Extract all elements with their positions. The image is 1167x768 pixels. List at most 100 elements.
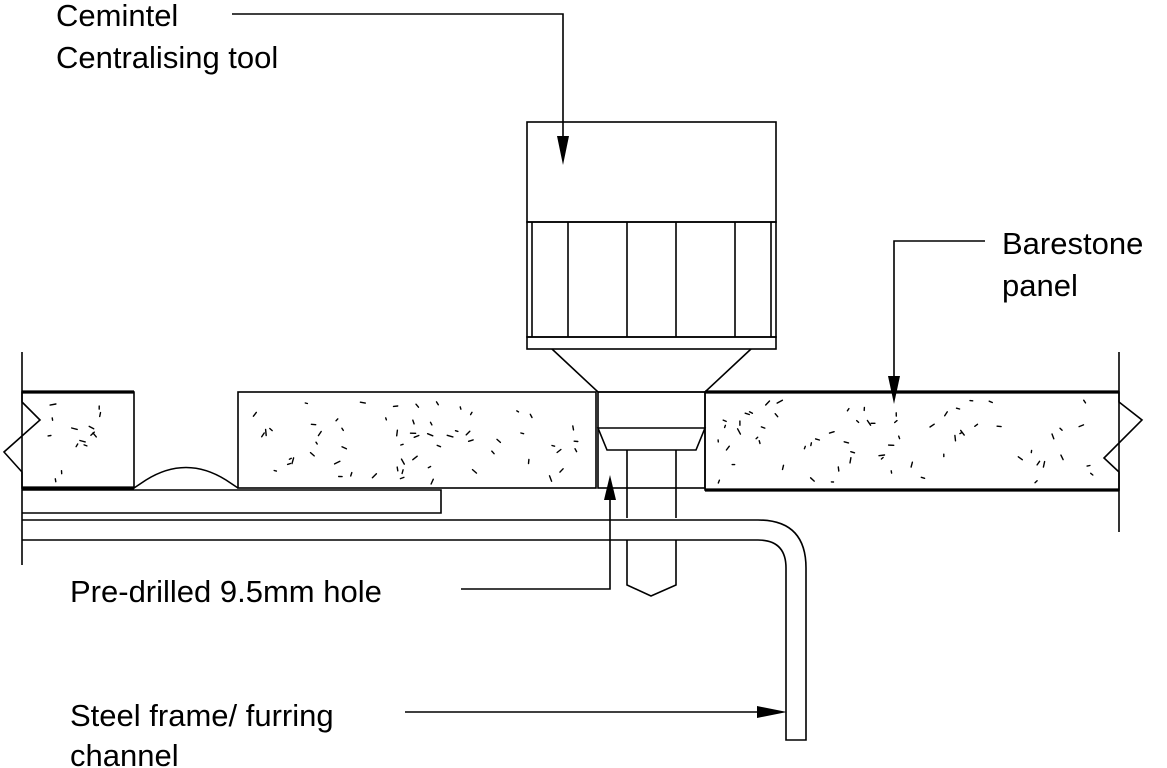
speckle-mark	[765, 400, 771, 406]
frame-label-line1: Steel frame/ furring	[70, 698, 334, 733]
speckle-mark	[98, 411, 102, 418]
hole-label: Pre-drilled 9.5mm hole	[70, 574, 382, 609]
speckle-mark	[748, 411, 754, 414]
speckle-mark	[725, 445, 730, 451]
speckle-mark	[809, 477, 815, 482]
speckle-mark	[551, 444, 556, 447]
speckle-mark	[412, 455, 418, 461]
speckle-mark	[559, 468, 564, 473]
speckle-mark	[828, 431, 835, 434]
speckle-mark	[574, 448, 578, 453]
speckle-mark	[399, 476, 405, 480]
speckle-mark	[846, 407, 850, 412]
tool-label-line1: Cemintel	[56, 0, 178, 33]
speckle-mark	[288, 457, 292, 460]
speckle-mark	[910, 461, 914, 468]
panel-label-line2: panel	[1002, 268, 1078, 303]
speckle-mark	[755, 436, 759, 440]
speckle-mark	[1036, 460, 1041, 466]
speckle-mark	[304, 402, 309, 405]
speckle-mark	[49, 403, 57, 406]
speckle-mark	[252, 411, 257, 417]
speckle-mark	[90, 431, 96, 436]
speckle-mark	[426, 433, 434, 437]
speckle-mark	[400, 443, 404, 446]
speckle-mark	[1086, 464, 1091, 467]
speckle-mark	[396, 466, 399, 472]
speckle-mark	[548, 475, 553, 482]
speckle-mark	[467, 439, 474, 442]
speckle-mark	[776, 399, 784, 404]
speckle-mark	[717, 479, 721, 484]
speckle-mark	[837, 466, 840, 472]
speckle-mark	[744, 412, 750, 416]
speckle-mark	[333, 460, 341, 465]
speckle-mark	[469, 411, 473, 416]
speckle-mark	[516, 410, 520, 413]
tool-label-line2: Centralising tool	[56, 40, 278, 75]
speckle-mark	[722, 419, 727, 423]
speckle-mark	[413, 434, 420, 438]
speckle-mark	[459, 406, 462, 410]
speckle-mark	[88, 425, 95, 430]
speckle-mark	[1042, 460, 1046, 468]
speckle-mark	[415, 403, 420, 408]
speckle-mark	[954, 434, 957, 442]
speckle-mark	[1017, 456, 1023, 461]
speckle-mark	[83, 444, 88, 447]
speckle-mark	[341, 427, 344, 432]
speckle-mark	[315, 441, 318, 445]
speckle-mark	[75, 443, 79, 448]
panel-leader-arrow	[888, 240, 985, 404]
panel-label-line1: Barestone	[1002, 226, 1143, 261]
speckle-mark	[291, 457, 295, 465]
speckle-mark	[54, 478, 57, 483]
speckle-mark	[520, 432, 525, 435]
speckle-mark	[898, 435, 901, 440]
speckle-mark	[1082, 399, 1087, 404]
backing-strip	[22, 489, 442, 514]
speckle-mark	[556, 448, 562, 454]
speckle-mark	[435, 401, 439, 406]
speckle-mark	[400, 458, 405, 465]
speckle-mark	[736, 428, 742, 435]
speckle-mark	[572, 425, 575, 431]
speckle-mark	[273, 469, 278, 472]
speckle-mark	[781, 464, 785, 471]
speckle-mark	[760, 426, 766, 429]
frame-leader-arrow	[405, 706, 787, 718]
left-panel-piece	[2, 390, 135, 490]
speckle-mark	[929, 423, 935, 428]
speckle-mark	[774, 413, 779, 418]
speckle-mark	[70, 427, 78, 431]
speckle-mark	[465, 430, 471, 436]
speckle-mark	[385, 417, 388, 421]
speckle-mark	[396, 429, 399, 437]
speckle-mark	[371, 473, 378, 479]
speckle-mark	[471, 468, 478, 474]
speckle-mark	[429, 421, 433, 426]
panel-texture	[47, 399, 1094, 485]
speckle-mark	[1078, 424, 1085, 428]
speckle-mark	[309, 451, 315, 457]
speckle-mark	[79, 439, 86, 443]
speckle-mark	[1059, 427, 1063, 431]
speckle-mark	[810, 442, 813, 447]
centralising-tool	[526, 121, 777, 597]
speckle-mark	[412, 419, 415, 425]
middle-panel-piece	[237, 391, 597, 489]
speckle-mark	[814, 438, 821, 441]
hole-leader-arrow	[461, 475, 616, 590]
speckle-mark	[286, 462, 292, 466]
speckle-mark	[920, 476, 926, 479]
barestone-panel	[704, 390, 1144, 492]
speckle-mark	[335, 418, 339, 422]
speckle-mark	[269, 427, 273, 432]
speckle-mark	[955, 407, 961, 410]
speckle-mark	[350, 471, 353, 477]
speckle-mark	[866, 419, 872, 426]
speckle-mark	[758, 440, 761, 445]
speckle-mark	[430, 478, 434, 485]
speckle-mark	[491, 450, 495, 455]
